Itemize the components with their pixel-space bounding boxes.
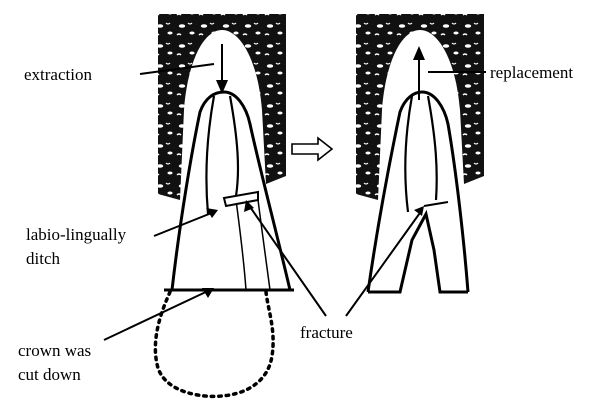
left-panel-extraction [155,14,294,396]
right-tooth-root [368,92,468,292]
replacement-arrow-head [413,46,425,60]
crown-cut-label-line2: cut down [18,365,81,384]
crown-leader [104,290,210,340]
ditch-label: ditch [26,249,60,268]
right-panel-replacement [356,14,484,292]
replacement-label: replacement [490,63,573,82]
crown-cut-label-line1: crown was [18,341,91,360]
fracture-label: fracture [300,323,353,342]
labio-lingually-label: labio-lingually [26,225,127,244]
hollow-right-arrow-icon [292,138,332,160]
extraction-label: extraction [24,65,92,84]
